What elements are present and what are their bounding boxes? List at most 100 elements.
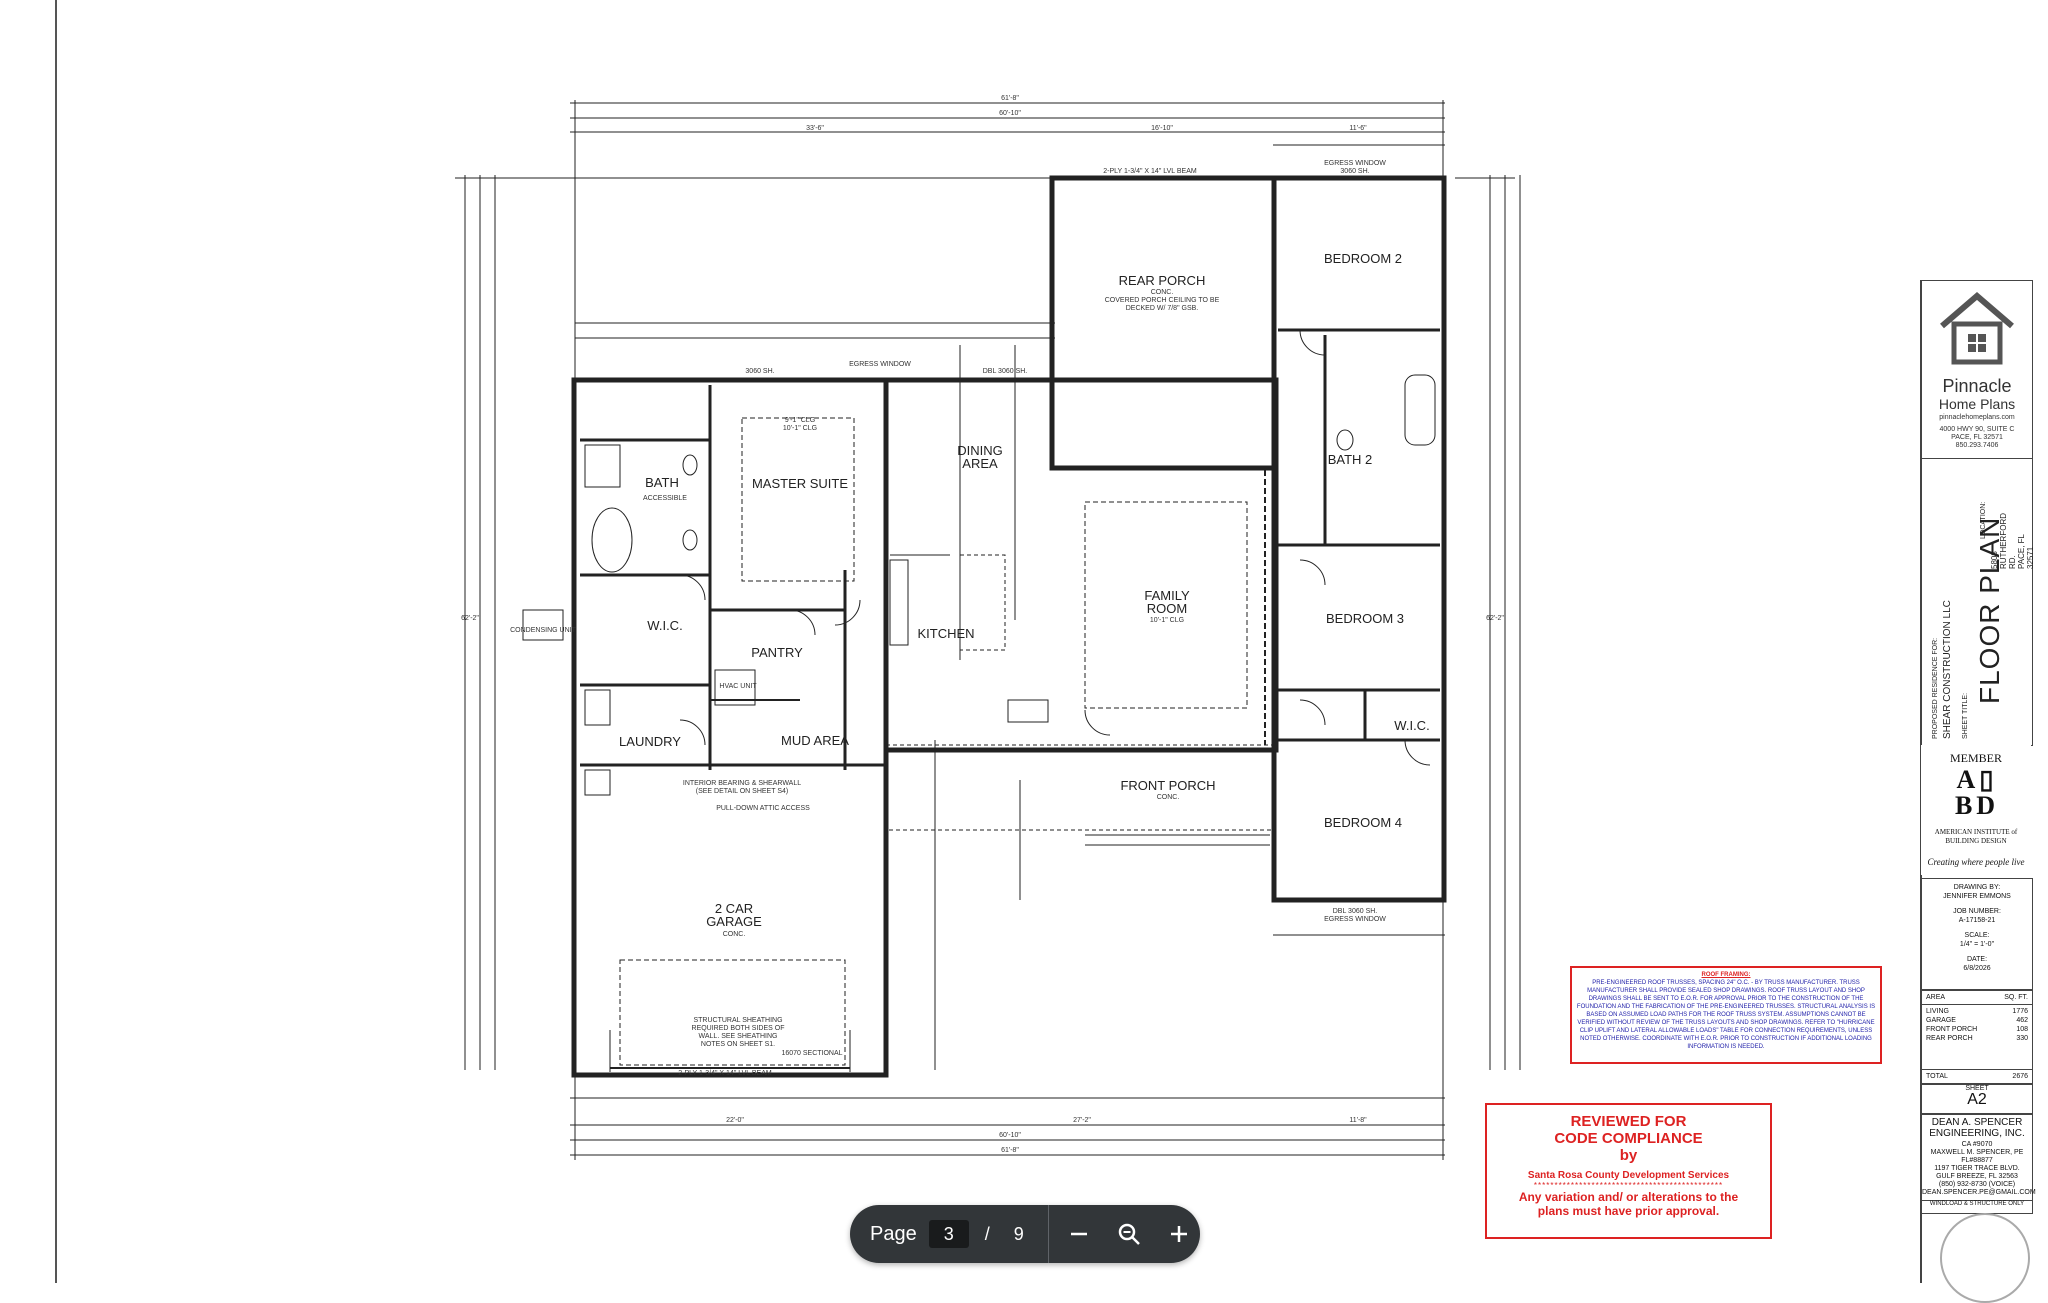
area-value: 1776 (2012, 1008, 2028, 1015)
page-total: 9 (1013, 1223, 1024, 1244)
aibd-name: AMERICAN INSTITUTE of (1934, 828, 2018, 836)
aibd-tagline: Creating where people live (1927, 857, 2025, 867)
area-value: 108 (2016, 1026, 2028, 1033)
pdf-page-toolbar: Page 3 / 9 (850, 1205, 1200, 1263)
drawing-by-label: DRAWING BY: (1953, 884, 2001, 891)
dimension: 11'-6" (1349, 125, 1367, 132)
room-label: 2 CAR (715, 901, 753, 916)
area-name: FRONT PORCH (1926, 1026, 1978, 1033)
window-label: 3060 SH. (745, 368, 774, 375)
zoom-search-icon (1118, 1223, 1140, 1245)
stamp-line: CODE COMPLIANCE (1554, 1130, 1703, 1147)
stamp-line: Santa Rosa County Development Services (1527, 1170, 1730, 1181)
area-name: REAR PORCH (1926, 1035, 1973, 1042)
area-table: AREA SQ. FT. LIVING GARAGE FRONT PORCH R… (1921, 990, 2033, 1084)
windload-label: WINDLOAD & STRUCTURE ONLY (1929, 1201, 2025, 1207)
sheet-label: SHEET (1965, 1085, 1989, 1092)
room-label: FRONT PORCH (1120, 778, 1215, 793)
beam-label: 2-PLY 1-3/4" X 14" LVL BEAM (1103, 168, 1197, 175)
room-label: PANTRY (751, 645, 803, 660)
equipment-label: HVAC UNIT (719, 683, 757, 690)
room-label: AREA (962, 456, 998, 471)
stamp-line: plans must have prior approval. (1537, 1204, 1720, 1218)
room-label: REAR PORCH (1119, 273, 1206, 288)
room-note: COVERED PORCH CEILING TO BE (1105, 297, 1220, 304)
dimension: 60'-10" (999, 1132, 1021, 1139)
sheet-title-label: SHEET TITLE: (1962, 692, 1969, 739)
scale: 1/4" = 1'-0" (1959, 941, 1995, 948)
window-label: DBL 3060 SH. (983, 368, 1028, 375)
page-number-input[interactable]: 3 (928, 1220, 969, 1248)
beam-label: 2-PLY 1-3/4" X 14" LVL BEAM (678, 1070, 772, 1077)
room-label: KITCHEN (917, 626, 974, 641)
plus-icon (1170, 1226, 1187, 1242)
stamp-line: REVIEWED FOR (1570, 1113, 1687, 1130)
dimension: 60'-10" (999, 110, 1021, 117)
note: WALL. SEE SHEATHING (699, 1033, 778, 1040)
job-label: JOB NUMBER: (1953, 908, 2001, 915)
scale-label: SCALE: (1964, 932, 1990, 939)
engineer-name: DEAN A. SPENCER ENGINEERING, INC. (1929, 1117, 2025, 1139)
zoom-in-button[interactable] (1159, 1214, 1199, 1254)
dimension: 27'-2" (1073, 1117, 1091, 1124)
aibd-member-box: MEMBER A▯BD AMERICAN INSTITUTE of BUILDI… (1921, 745, 2031, 875)
dimension: 11'-8" (1349, 1117, 1367, 1124)
room-label: BEDROOM 4 (1324, 815, 1402, 830)
roof-framing-note: ROOF FRAMING: PRE-ENGINEERED ROOF TRUSSE… (1570, 966, 1882, 1064)
company-name-2: Home Plans (1938, 396, 2016, 412)
note: NOTES ON SHEET S1. (701, 1041, 775, 1048)
area-header: AREA (1926, 994, 1946, 1001)
windload-box: WINDLOAD & STRUCTURE ONLY (1921, 1200, 2033, 1214)
sheet-number-box: SHEET A2 (1921, 1084, 2033, 1114)
dimension: 62'-2" (461, 615, 479, 622)
dimension: 61'-8" (1001, 95, 1019, 102)
dimension: 62'-2" (1486, 615, 1504, 622)
room-label: BEDROOM 2 (1324, 251, 1402, 266)
aibd-name-2: BUILDING DESIGN (1945, 837, 2007, 845)
roof-framing-heading: ROOF FRAMING: (1701, 972, 1751, 978)
door-label: 16070 SECTIONAL (781, 1050, 842, 1057)
dimension: 33'-6" (806, 125, 824, 132)
room-sublabel: CONC. (723, 931, 746, 938)
drawing-by: JENNIFER EMMONS (1943, 893, 2011, 900)
aibd-logo-icon: A▯BD (1954, 765, 2000, 820)
area-name: LIVING (1926, 1008, 1949, 1015)
room-label: ROOM (1147, 601, 1187, 616)
window-label: EGRESS WINDOW (1324, 160, 1386, 167)
area-value: 462 (2016, 1017, 2028, 1024)
engineer-box: DEAN A. SPENCER ENGINEERING, INC. CA #90… (1921, 1114, 2036, 1201)
note: (SEE DETAIL ON SHEET S4) (696, 788, 788, 795)
fit-zoom-button[interactable] (1109, 1214, 1149, 1254)
company-address: 4000 HWY 90, SUITE C PACE, FL 32571 850.… (1939, 426, 2015, 449)
attic-label: PULL-DOWN ATTIC ACCESS (716, 805, 810, 812)
room-label: LAUNDRY (619, 734, 681, 749)
room-label: BEDROOM 3 (1326, 611, 1404, 626)
room-note: 10'-1" CLG (1150, 617, 1184, 624)
room-note: DECKED W/ 7/8" GSB. (1126, 305, 1199, 312)
room-sublabel: CONC. (1157, 794, 1180, 801)
room-note: 9'-1" CLG (785, 417, 815, 424)
window-label: 3060 SH. (1340, 168, 1369, 175)
stamp-line: by (1619, 1147, 1638, 1164)
room-label: MASTER SUITE (752, 476, 848, 491)
stamp-stars: ****************************************… (1533, 1181, 1724, 1190)
room-label: BATH 2 (1328, 452, 1373, 467)
room-label: BATH (645, 475, 679, 490)
roof-framing-text: PRE-ENGINEERED ROOF TRUSSES, SPACING 24"… (1576, 980, 1876, 1050)
zoom-out-button[interactable] (1059, 1214, 1099, 1254)
room-note: 10'-1" CLG (783, 425, 817, 432)
location: 5808 RUTHERFORD RD. PACE, FL 32571 (1990, 513, 2035, 569)
note: STRUCTURAL SHEATHING (693, 1017, 782, 1024)
room-label: DINING (957, 443, 1003, 458)
company-name: Pinnacle (1942, 376, 2012, 396)
note: INTERIOR BEARING & SHEARWALL (683, 780, 801, 787)
member-label: MEMBER (1949, 751, 2002, 765)
date: 6/8/2026 (1963, 965, 1991, 972)
page-separator: / (984, 1223, 990, 1244)
room-sublabel: ACCESSIBLE (643, 495, 687, 502)
area-name: GARAGE (1926, 1017, 1956, 1024)
equipment-label: CONDENSING UNIT (510, 627, 576, 634)
dimension: 22'-0" (726, 1117, 744, 1124)
date-label: DATE: (1966, 956, 1988, 963)
